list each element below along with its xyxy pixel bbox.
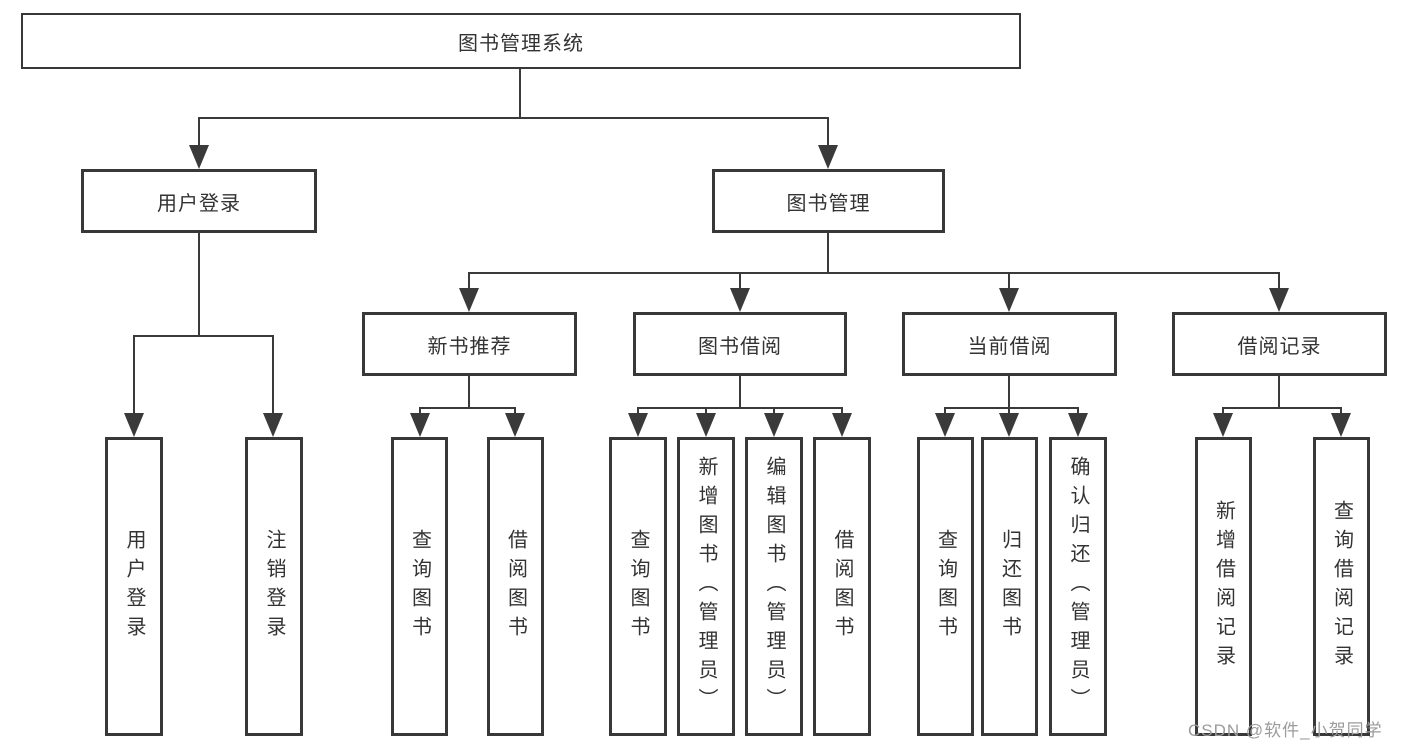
arrowhead-leaf	[696, 413, 716, 437]
connector-root-drop	[519, 69, 521, 119]
node-new-book-recommend-label: 新书推荐	[427, 335, 512, 358]
leaf-borrow-query-book: 查询图书	[609, 437, 667, 736]
arrowhead-leaf	[764, 413, 784, 437]
leaf-query-borrow-record-label: 查询借阅记录	[1330, 499, 1353, 674]
arrowhead-book-borrow	[730, 288, 750, 312]
arrowhead-book-mgmt	[818, 145, 838, 169]
connector-group-bus	[419, 407, 516, 409]
node-book-borrow-label: 图书借阅	[698, 335, 782, 358]
leaf-current-query-book: 查询图书	[917, 437, 974, 736]
arrowhead-leaf	[999, 413, 1019, 437]
leaf-user-login-label: 用户登录	[123, 528, 145, 645]
node-current-borrow-label: 当前借阅	[967, 335, 1052, 358]
connector-leaf-shaft	[944, 407, 946, 415]
connector-user-login-shaft	[198, 117, 200, 147]
connector-level2-bus	[198, 117, 829, 119]
connector-leaf-shaft	[773, 407, 775, 415]
leaf-add-borrow-record: 新增借阅记录	[1195, 437, 1252, 736]
arrowhead-leaf	[1213, 413, 1233, 437]
node-book-borrow: 图书借阅	[633, 312, 847, 376]
arrowhead-leaf	[628, 413, 648, 437]
node-book-management: 图书管理	[712, 169, 945, 233]
arrowhead-leaf	[832, 413, 852, 437]
node-root-label: 图书管理系统	[458, 32, 584, 55]
arrowhead-leaf	[124, 413, 144, 437]
leaf-return-book-label: 归还图书	[998, 528, 1021, 645]
leaf-return-book: 归还图书	[981, 437, 1038, 736]
node-root: 图书管理系统	[21, 13, 1021, 69]
arrowhead-leaf	[1331, 413, 1351, 437]
connector-leaf-shaft	[1222, 407, 1224, 415]
leaf-borrow-query-book-label: 查询图书	[627, 528, 649, 645]
node-user-login: 用户登录	[81, 169, 317, 233]
leaf-logout-label: 注销登录	[263, 528, 285, 645]
connector-group-bus	[1222, 407, 1342, 409]
arrowhead-new-book	[459, 288, 479, 312]
connector-leaf-shaft	[419, 407, 421, 415]
connector-group-drop	[739, 376, 741, 408]
connector-level3-shaft	[468, 272, 470, 292]
connector-leaf-shaft	[272, 335, 274, 415]
leaf-confirm-return-admin: 确认归还（管理员）	[1049, 437, 1107, 736]
node-new-book-recommend: 新书推荐	[362, 312, 577, 376]
leaf-recommend-borrow-book-label: 借阅图书	[504, 528, 527, 645]
connector-user-login-bus	[133, 335, 274, 337]
connector-leaf-shaft	[1340, 407, 1342, 415]
connector-user-login-drop	[198, 233, 200, 335]
connector-level3-shaft	[1278, 272, 1280, 292]
leaf-logout: 注销登录	[245, 437, 303, 736]
arrowhead-leaf	[263, 413, 283, 437]
arrowhead-leaf	[935, 413, 955, 437]
connector-group-drop	[468, 376, 470, 408]
leaf-query-borrow-record: 查询借阅记录	[1313, 437, 1370, 736]
connector-leaf-shaft	[1077, 407, 1079, 415]
leaf-borrow-book: 借阅图书	[813, 437, 871, 736]
connector-group-drop	[1008, 376, 1010, 408]
connector-level3-shaft	[1008, 272, 1010, 292]
leaf-edit-book-admin: 编辑图书（管理员）	[745, 437, 803, 736]
node-book-management-label: 图书管理	[786, 192, 871, 215]
connector-leaf-shaft	[133, 335, 135, 415]
connector-leaf-shaft	[514, 407, 516, 415]
connector-leaf-shaft	[705, 407, 707, 415]
leaf-add-book-admin: 新增图书（管理员）	[677, 437, 735, 736]
leaf-edit-book-admin-label: 编辑图书（管理员）	[763, 456, 785, 717]
connector-group-drop	[1278, 376, 1280, 408]
leaf-recommend-query-book-label: 查询图书	[408, 528, 431, 645]
leaf-borrow-book-label: 借阅图书	[831, 528, 853, 645]
arrowhead-leaf	[505, 413, 525, 437]
leaf-add-book-admin-label: 新增图书（管理员）	[695, 456, 717, 717]
csdn-watermark: CSDN @软件_小贺同学	[1188, 721, 1383, 740]
connector-leaf-shaft	[841, 407, 843, 415]
connector-level3-shaft	[739, 272, 741, 292]
connector-book-mgmt-shaft	[827, 117, 829, 147]
node-current-borrow: 当前借阅	[902, 312, 1117, 376]
connector-leaf-shaft	[637, 407, 639, 415]
leaf-confirm-return-admin-label: 确认归还（管理员）	[1067, 456, 1089, 717]
arrowhead-current-borrow	[999, 288, 1019, 312]
connector-level3-bus	[468, 272, 1280, 274]
leaf-recommend-borrow-book: 借阅图书	[487, 437, 544, 736]
leaf-add-borrow-record-label: 新增借阅记录	[1212, 499, 1235, 674]
leaf-recommend-query-book: 查询图书	[391, 437, 448, 736]
connector-leaf-shaft	[1008, 407, 1010, 415]
connector-group-bus	[944, 407, 1079, 409]
leaf-user-login: 用户登录	[105, 437, 163, 736]
connector-group-bus	[637, 407, 843, 409]
node-borrow-record: 借阅记录	[1172, 312, 1387, 376]
arrowhead-leaf	[410, 413, 430, 437]
arrowhead-leaf	[1068, 413, 1088, 437]
arrowhead-user-login	[189, 145, 209, 169]
node-borrow-record-label: 借阅记录	[1237, 335, 1322, 358]
connector-book-mgmt-drop	[827, 233, 829, 273]
arrowhead-borrow-record	[1269, 288, 1289, 312]
leaf-current-query-book-label: 查询图书	[934, 528, 957, 645]
node-user-login-label: 用户登录	[157, 192, 241, 215]
